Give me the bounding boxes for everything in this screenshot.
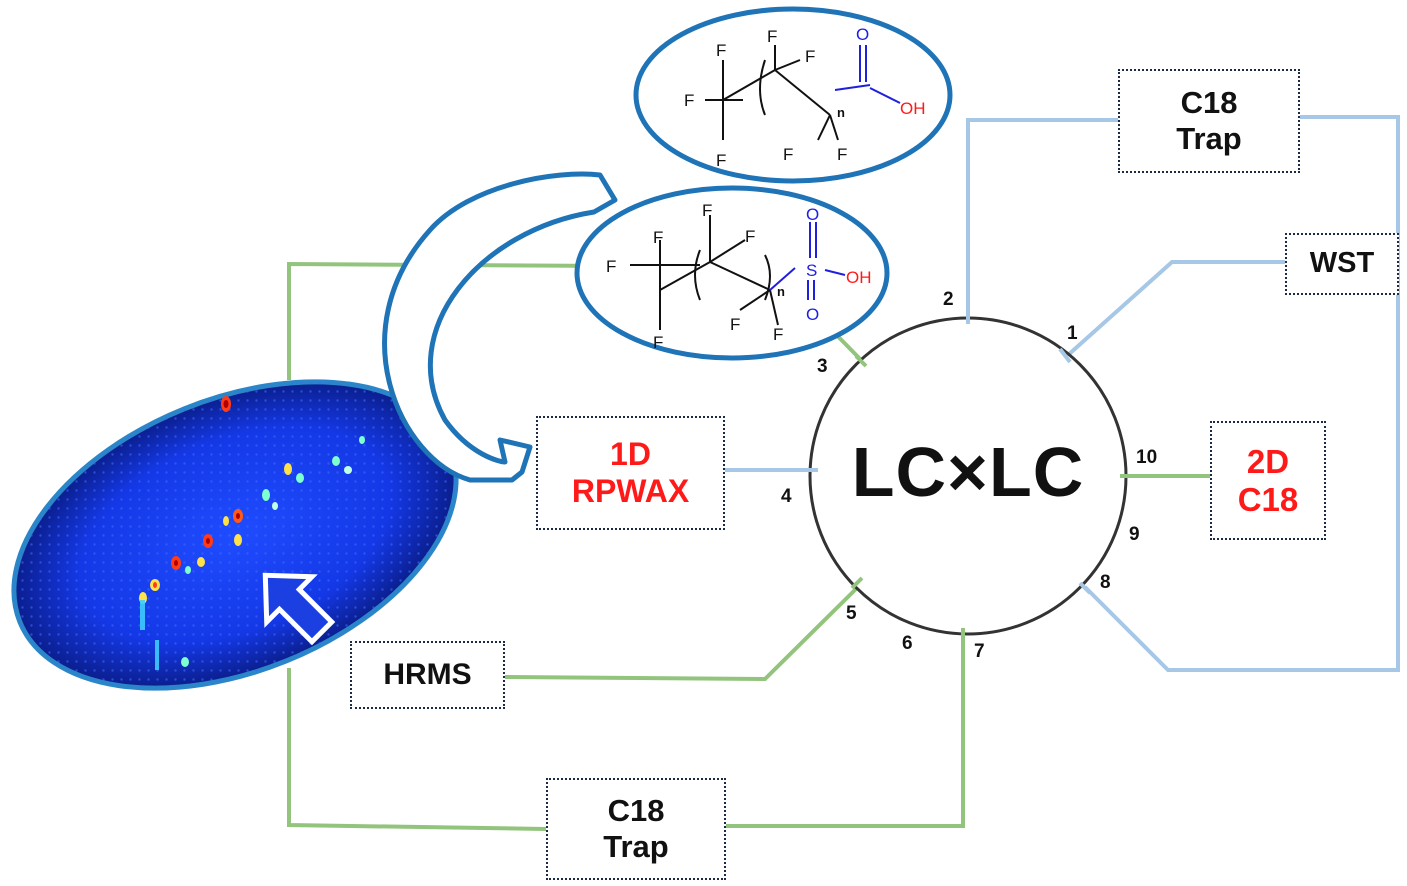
port-10-label: 10 bbox=[1136, 447, 1158, 468]
c18-trap-top-box: C18 Trap bbox=[1118, 69, 1300, 173]
tick-port5 bbox=[850, 576, 864, 590]
sulfonic-f-5: F bbox=[745, 227, 755, 246]
carboxylic-f-4: F bbox=[767, 27, 777, 46]
tick-port1 bbox=[1058, 347, 1072, 364]
line-port7-to-bottom-trap bbox=[726, 632, 965, 828]
port-1-label: 1 bbox=[1067, 323, 1078, 344]
port-5-label: 5 bbox=[846, 603, 857, 624]
tick-port3 bbox=[854, 354, 868, 368]
carboxylic-oh: OH bbox=[900, 99, 926, 118]
sulfonic-o-bottom: O bbox=[806, 305, 819, 324]
c18-trap-top-line1: C18 bbox=[1180, 85, 1238, 121]
wst-label: WST bbox=[1309, 247, 1375, 280]
wst-box: WST bbox=[1285, 233, 1399, 295]
chromatogram-spots bbox=[139, 396, 365, 670]
carboxylic-f-7: F bbox=[837, 145, 847, 164]
sulfonic-f-6: F bbox=[730, 315, 740, 334]
sulfonic-f-4: F bbox=[702, 201, 712, 220]
port-2-label: 2 bbox=[943, 289, 954, 310]
tick-port8 bbox=[1078, 581, 1092, 595]
line-top-trap-to-right bbox=[1083, 115, 1400, 672]
sulfonic-oh: OH bbox=[846, 268, 872, 287]
carboxylic-acid-molecule: F F F F F F F n O OH bbox=[633, 6, 953, 184]
second-dimension-box: 2D C18 bbox=[1210, 421, 1326, 540]
carboxylic-f-6: F bbox=[783, 145, 793, 164]
c18-trap-bottom-line1: C18 bbox=[607, 793, 665, 829]
sulfonic-f-1: F bbox=[653, 228, 663, 247]
carboxylic-n: n bbox=[837, 105, 845, 120]
sulfonic-f-3: F bbox=[653, 333, 663, 352]
carboxylic-o: O bbox=[856, 25, 869, 44]
first-dimension-box: 1D RPWAX bbox=[536, 416, 725, 530]
second-dimension-line2: C18 bbox=[1237, 480, 1299, 518]
port-ticks bbox=[804, 312, 1132, 640]
line-port2-to-top-trap bbox=[966, 118, 1118, 322]
line-hrms-to-port5 bbox=[504, 583, 862, 682]
sulfonic-f-7: F bbox=[773, 325, 783, 344]
c18-trap-top-line2: Trap bbox=[1176, 121, 1242, 156]
port-6-label: 6 bbox=[902, 633, 913, 654]
hrms-label: HRMS bbox=[383, 657, 472, 691]
c18-trap-bottom-line2: Trap bbox=[603, 829, 669, 864]
first-dimension-line1: 1D bbox=[610, 436, 651, 473]
line-bottom-trap-to-left bbox=[287, 668, 547, 831]
hollow-arrow-icon bbox=[262, 572, 336, 646]
hrms-box: HRMS bbox=[350, 641, 505, 709]
port-7-label: 7 bbox=[974, 641, 985, 662]
port-4-label: 4 bbox=[781, 486, 792, 507]
curved-arrow-icon bbox=[382, 171, 618, 483]
first-dimension-line2: RPWAX bbox=[571, 473, 690, 509]
carboxylic-f-2: F bbox=[684, 91, 694, 110]
blue-connections bbox=[725, 115, 1400, 672]
port-8-label: 8 bbox=[1100, 572, 1111, 593]
port-3-label: 3 bbox=[817, 356, 828, 377]
carboxylic-f-1: F bbox=[716, 41, 726, 60]
c18-trap-bottom-box: C18 Trap bbox=[546, 778, 726, 880]
sulfonic-n: n bbox=[777, 284, 785, 299]
sulfonic-acid-molecule: F F F F F F F n S O O OH bbox=[574, 185, 890, 361]
second-dimension-line1: 2D bbox=[1246, 442, 1290, 480]
sulfonic-s: S bbox=[806, 261, 817, 280]
valve-label: LC×LC bbox=[851, 433, 1085, 511]
carboxylic-f-3: F bbox=[716, 151, 726, 170]
sulfonic-o-top: O bbox=[806, 205, 819, 224]
sulfonic-f-2: F bbox=[606, 257, 616, 276]
port-9-label: 9 bbox=[1129, 524, 1140, 545]
carboxylic-f-5: F bbox=[805, 47, 815, 66]
line-port1-to-wst bbox=[1056, 260, 1285, 366]
